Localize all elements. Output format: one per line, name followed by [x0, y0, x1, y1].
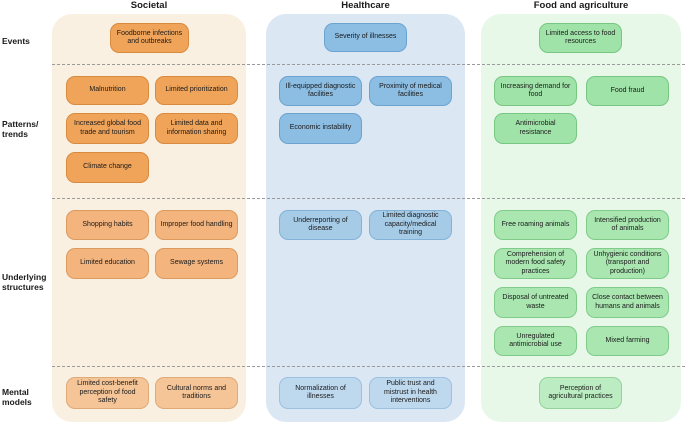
box-increasing-demand-food: Increasing demand for food: [494, 76, 577, 106]
box-limited-education: Limited education: [66, 248, 149, 279]
box-perception-agricultural-practices: Perception of agricultural practices: [539, 377, 622, 409]
box-mixed-farming: Mixed farming: [586, 326, 669, 356]
box-improper-food-handling: Improper food handling: [155, 210, 238, 240]
box-intensified-production: Intensified production of animals: [586, 210, 669, 240]
box-ill-equipped-facilities: Ill-equipped diagnostic facilities: [279, 76, 362, 106]
box-antimicrobial-resistance: Antimicrobial resistance: [494, 113, 577, 144]
row-label-models: Mental models: [2, 387, 32, 407]
row-label-patterns: Patterns/ trends: [2, 119, 39, 139]
box-disposal-untreated-waste: Disposal of untreated waste: [494, 287, 577, 318]
box-normalization-illnesses: Normalization of illnesses: [279, 377, 362, 409]
box-shopping-habits: Shopping habits: [66, 210, 149, 240]
box-limited-diagnostic-capacity: Limited diagnostic capacity/medical trai…: [369, 210, 452, 240]
box-limited-access-food: Limited access to food resources: [539, 23, 622, 53]
box-limited-prioritization: Limited prioritization: [155, 76, 238, 105]
box-malnutrition: Malnutrition: [66, 76, 149, 105]
box-economic-instability: Economic instability: [279, 113, 362, 144]
box-unregulated-antimicrobial-use: Unregulated antimicrobial use: [494, 326, 577, 356]
box-close-contact-humans-animals: Close contact between humans and animals: [586, 287, 669, 318]
column-title-healthcare: Healthcare: [341, 0, 390, 11]
box-unhygienic-conditions: Unhygienic conditions (transport and pro…: [586, 248, 669, 279]
box-public-trust: Public trust and mistrust in health inte…: [369, 377, 452, 409]
column-title-food: Food and agriculture: [533, 0, 629, 11]
box-cultural-norms: Cultural norms and traditions: [155, 377, 238, 409]
row-label-events: Events: [2, 36, 30, 46]
box-limited-data-sharing: Limited data and information sharing: [155, 113, 238, 144]
divider-events-patterns: [52, 64, 685, 65]
box-modern-food-safety: Comprehension of modern food safety prac…: [494, 248, 577, 279]
box-free-roaming-animals: Free roaming animals: [494, 210, 577, 240]
box-climate-change: Climate change: [66, 152, 149, 183]
box-proximity-medical-facilities: Proximity of medical facilities: [369, 76, 452, 106]
box-foodborne-infections: Foodborne infections and outbreaks: [110, 23, 189, 53]
box-food-fraud: Food fraud: [586, 76, 669, 106]
box-cost-benefit-perception: Limited cost-benefit perception of food …: [66, 377, 149, 409]
divider-structures-models: [52, 366, 685, 367]
column-title-societal: Societal: [130, 0, 168, 11]
box-underreporting-disease: Underreporting of disease: [279, 210, 362, 240]
box-global-food-trade: Increased global food trade and tourism: [66, 113, 149, 144]
row-label-structures: Underlying structures: [2, 272, 47, 292]
box-sewage-systems: Sewage systems: [155, 248, 238, 279]
divider-patterns-structures: [52, 198, 685, 199]
box-severity-of-illnesses: Severity of illnesses: [324, 23, 407, 52]
